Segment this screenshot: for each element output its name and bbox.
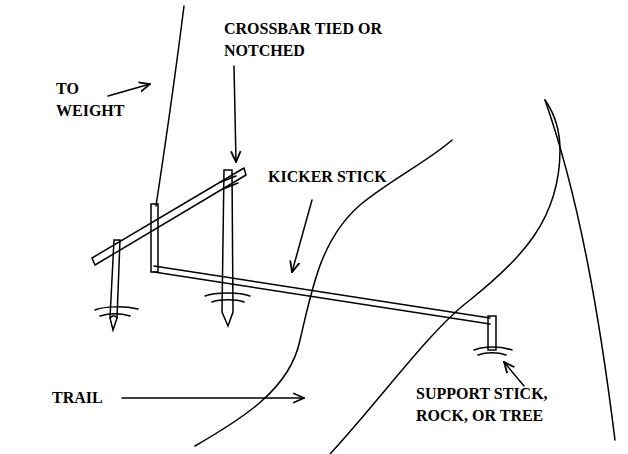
crossbar (92, 168, 246, 265)
trigger-post (151, 204, 158, 272)
leader-arrow (108, 84, 150, 96)
stake-tip (110, 316, 117, 318)
stake (222, 170, 233, 326)
part-label: SUPPORT STICK, ROCK, OR TREE (416, 383, 596, 427)
kicker-stick (154, 266, 490, 324)
crossbar-tie (221, 176, 238, 189)
part-label: KICKER STICK (268, 166, 428, 188)
trail-edge (545, 100, 615, 440)
ground-mark (205, 293, 250, 302)
part-label: TO WEIGHT (56, 78, 138, 122)
leader-arrow (122, 397, 304, 399)
weight-line (156, 6, 184, 206)
ground-mark (95, 307, 138, 316)
part-label: TRAIL (52, 387, 132, 409)
trail-edge (195, 140, 452, 446)
part-label: CROSSBAR TIED OR NOTCHED (224, 18, 444, 62)
leader-arrow (292, 200, 312, 272)
ground-mark (474, 347, 512, 355)
support-stick (488, 316, 496, 350)
leader-arrow (504, 362, 524, 386)
leader-arrow (234, 66, 236, 162)
